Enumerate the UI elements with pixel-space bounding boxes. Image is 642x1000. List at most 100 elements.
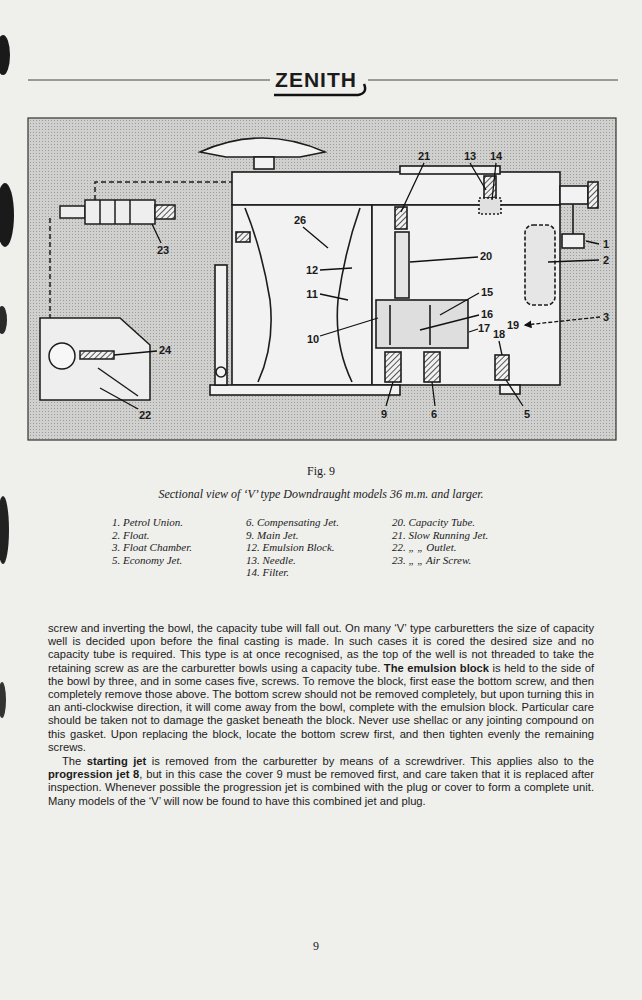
drilling: [429, 305, 431, 345]
callout-number: 21: [418, 150, 430, 162]
parts-list-item: 23. „ „ Air Screw.: [392, 554, 471, 566]
parts-list-item: 9. Main Jet.: [246, 529, 299, 541]
leader-line: [410, 257, 478, 262]
venturi-wall: [337, 208, 360, 382]
slow-running-jet: [395, 207, 407, 229]
callout-number: 24: [159, 344, 171, 356]
dashed-passage: [49, 218, 51, 318]
parts-list-item: 21. Slow Running Jet.: [392, 529, 488, 541]
leader-line: [525, 317, 600, 325]
callout-number: 6: [431, 408, 437, 420]
parts-list-item: 2. Float.: [112, 529, 150, 541]
leader-line: [432, 382, 435, 406]
leader-line: [320, 318, 378, 336]
callout-number: 3: [603, 311, 609, 323]
leader-line: [420, 315, 479, 330]
drilling: [389, 305, 391, 345]
leader-line: [386, 382, 393, 406]
callout-number: 11: [306, 288, 318, 300]
parts-list-item: 1. Petrol Union.: [112, 516, 183, 528]
outlet-passage: [98, 368, 138, 396]
leader-line: [440, 293, 479, 315]
leader-line: [470, 163, 486, 190]
leader-line: [499, 341, 502, 355]
barrel: [232, 205, 372, 385]
callout-number: 2: [603, 254, 609, 266]
air-screw-body: [85, 200, 155, 224]
callout-number: 19: [507, 319, 519, 331]
body-sentence: is removed from the carburetter by means…: [152, 755, 594, 767]
outlet-drilling: [80, 351, 114, 359]
bold-term: progression jet 8: [48, 768, 139, 780]
parts-list-item: 20. Capacity Tube.: [392, 516, 475, 528]
lever-screw: [216, 367, 226, 377]
callout-number: 12: [306, 264, 318, 276]
callout-number: 15: [481, 286, 493, 298]
filter: [479, 198, 501, 214]
parts-list-item: 13. Needle.: [246, 554, 296, 566]
page-number: 9: [313, 939, 319, 954]
leader-line: [401, 163, 424, 212]
figure-ground: [28, 118, 616, 440]
compensating-jet: [424, 352, 440, 382]
detail-views: [40, 182, 232, 400]
outlet-detail: [40, 318, 150, 400]
top-knob: [200, 138, 325, 157]
parts-list-item: 14. Filter.: [246, 566, 289, 578]
callout-number: 16: [481, 308, 493, 320]
scan-blot: [0, 183, 14, 247]
figure-caption: Sectional view of ‘V’ type Downdraught m…: [158, 487, 483, 502]
figure-number: Fig. 9: [307, 464, 335, 479]
scan-blot: [0, 682, 6, 718]
capacity-tube: [395, 232, 409, 298]
bold-term: starting jet: [87, 755, 147, 767]
callout-number: 14: [490, 150, 502, 162]
carburettor-section: [200, 138, 598, 395]
cover-boss: [400, 166, 500, 174]
bold-term: The emulsion block: [384, 662, 489, 674]
callout-number: 13: [464, 150, 476, 162]
leader-line: [548, 260, 599, 262]
side-screw: [236, 232, 250, 242]
callout-number: 23: [157, 244, 169, 256]
parts-list-item: 12. Emulsion Block.: [246, 541, 335, 553]
scan-blot: [0, 306, 7, 334]
throttle-lever: [215, 265, 227, 385]
header-rule: [368, 80, 618, 81]
leader-line: [469, 329, 478, 332]
body-sentence: The: [62, 755, 81, 767]
brand-title: ZENITH: [275, 68, 357, 92]
main-jet: [385, 352, 401, 382]
knob-nut: [254, 157, 274, 169]
leader-line: [320, 268, 352, 270]
union-inlet: [562, 234, 584, 248]
callout-number: 20: [480, 250, 492, 262]
body-text: screw and inverting the bowl, the capaci…: [48, 622, 594, 808]
scan-blot: [0, 496, 9, 564]
union-nut: [588, 182, 598, 208]
leader-line: [586, 241, 599, 244]
body-sentence: is held to the side of the bowl by three…: [48, 662, 594, 753]
callout-number: 10: [307, 333, 319, 345]
top-cover: [232, 172, 560, 205]
parts-list-item: 5. Economy Jet.: [112, 554, 182, 566]
callout-number: 18: [493, 328, 505, 340]
leader-line: [303, 227, 328, 248]
thread: [114, 200, 116, 224]
float: [525, 225, 555, 305]
air-screw: [155, 205, 175, 219]
callout-number: 9: [381, 408, 387, 420]
callout-number: 26: [294, 214, 306, 226]
callout-number: 17: [478, 322, 490, 334]
leader-line: [320, 294, 348, 300]
economy-jet: [495, 355, 509, 380]
scan-blot: [0, 35, 10, 75]
leader-line: [492, 163, 496, 200]
callout-number: 1: [603, 238, 609, 250]
callout-number: 5: [524, 408, 530, 420]
air-nozzle: [60, 206, 85, 218]
parts-list-item: 22. „ „ Outlet.: [392, 541, 456, 553]
dashed-passage: [95, 182, 232, 200]
thread: [129, 200, 131, 224]
